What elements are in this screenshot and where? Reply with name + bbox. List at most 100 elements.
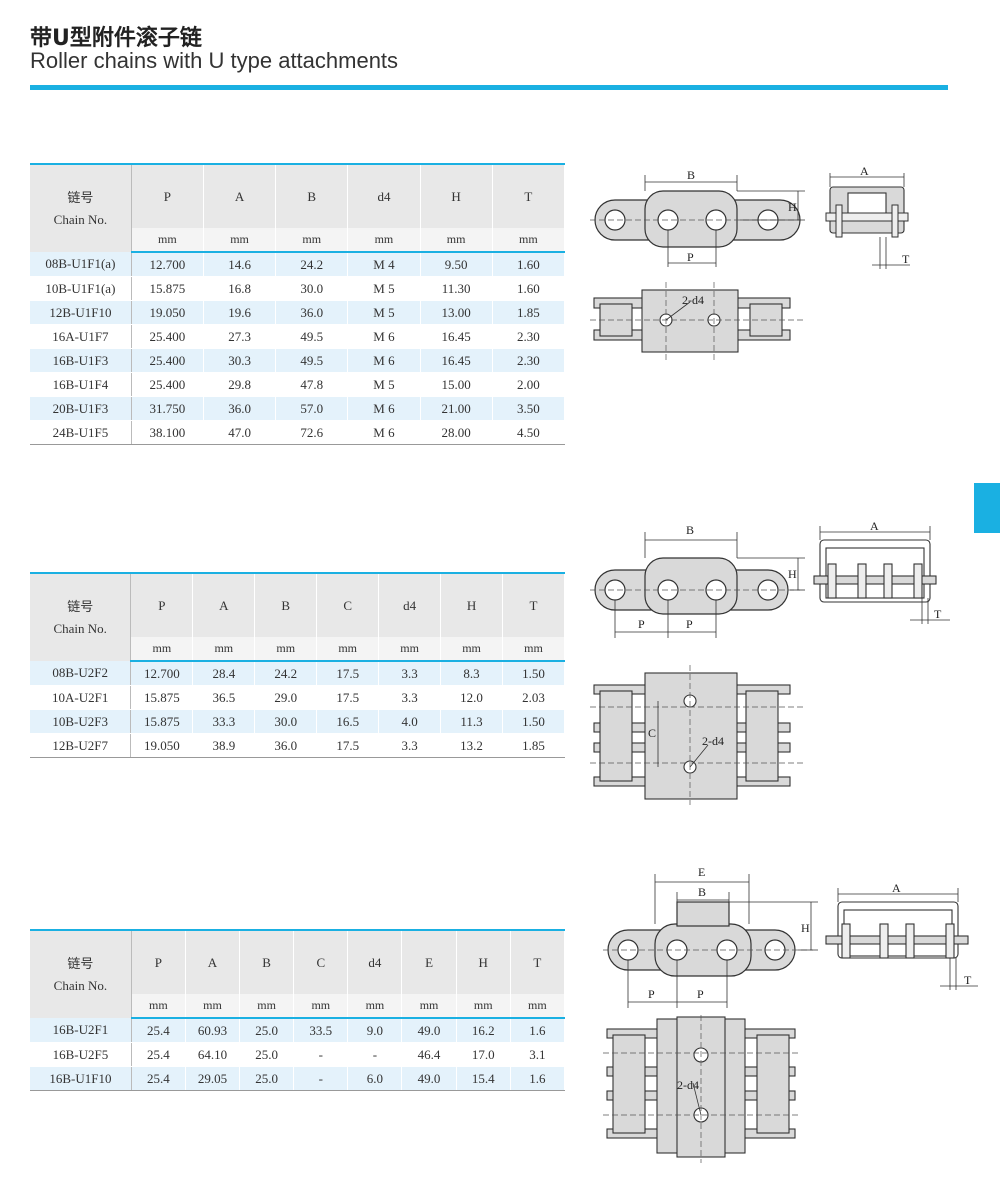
value-cell: 19.6	[203, 300, 277, 325]
chain-no-cell: 20B-U1F3	[30, 396, 132, 421]
value-cell: 1.85	[492, 300, 566, 325]
value-cell: 25.400	[131, 324, 204, 349]
column-header-h: H	[440, 572, 504, 637]
value-cell: 28.4	[192, 661, 256, 686]
value-cell: 12.700	[130, 661, 194, 686]
unit-cell: mm	[347, 994, 403, 1019]
value-cell: 25.400	[131, 372, 204, 397]
column-header-t: T	[502, 572, 565, 637]
column-header-p: P	[131, 163, 204, 228]
chain-no-cell: 10A-U2F1	[30, 685, 132, 710]
unit-cell: mm	[502, 637, 565, 662]
value-cell: 49.5	[275, 324, 349, 349]
value-cell: 12.700	[131, 252, 204, 277]
drawing-2-side-view: B P P H	[590, 523, 805, 638]
dim-label-P: P	[687, 250, 694, 264]
value-cell: -	[293, 1066, 349, 1091]
value-cell: 16.2	[456, 1018, 511, 1043]
dim-label-A: A	[870, 520, 879, 533]
value-cell: -	[347, 1042, 403, 1067]
value-cell: 2.30	[492, 324, 566, 349]
column-header-d4: d4	[378, 572, 442, 637]
value-cell: 13.00	[420, 300, 493, 325]
value-cell: 4.0	[378, 709, 442, 734]
column-header-t: T	[510, 929, 566, 994]
value-cell: 33.5	[293, 1018, 349, 1043]
chain-no-header: 链号 Chain No.	[30, 572, 132, 661]
chain-no-label-cn: 链号	[67, 955, 94, 971]
unit-cell: mm	[131, 228, 204, 253]
value-cell: 25.0	[239, 1042, 295, 1067]
value-cell: M 6	[347, 348, 421, 373]
unit-cell: mm	[440, 637, 504, 662]
hole-label-2-d4: 2-d4	[702, 734, 724, 748]
value-cell: 15.875	[130, 685, 194, 710]
drawing-1-end-view: A T	[825, 165, 910, 269]
value-cell: 3.3	[378, 661, 442, 686]
chain-no-cell: 24B-U1F5	[30, 420, 132, 445]
value-cell: 38.100	[131, 420, 204, 445]
title-underline	[30, 85, 948, 90]
column-header-b: B	[254, 572, 318, 637]
column-header-h: H	[420, 163, 493, 228]
value-cell: 36.0	[203, 396, 277, 421]
value-cell: 15.875	[130, 709, 194, 734]
column-header-d4: d4	[347, 929, 403, 994]
value-cell: 1.50	[502, 709, 565, 734]
unit-cell: mm	[456, 994, 511, 1019]
chain-no-label-en: Chain No.	[53, 977, 108, 993]
chain-no-cell: 12B-U1F10	[30, 300, 132, 325]
column-header-t: T	[492, 163, 566, 228]
unit-cell: mm	[347, 228, 421, 253]
drawing-3-top-view: 2-d4	[603, 1015, 801, 1163]
chain-no-cell: 08B-U1F1(a)	[30, 252, 132, 277]
unit-cell: mm	[239, 994, 295, 1019]
value-cell: 25.4	[131, 1066, 186, 1091]
drawing-2-top-view: C 2-d4	[590, 665, 805, 805]
dim-label-T: T	[902, 252, 910, 266]
chain-no-label-cn: 链号	[67, 598, 94, 614]
value-cell: 28.00	[420, 420, 493, 445]
chain-no-cell: 16B-U1F3	[30, 348, 132, 373]
value-cell: 25.4	[131, 1042, 186, 1067]
value-cell: 46.4	[401, 1042, 457, 1067]
column-header-p: P	[131, 929, 186, 994]
value-cell: 49.0	[401, 1066, 457, 1091]
column-header-b: B	[239, 929, 295, 994]
drawing-2-end-view: A T	[813, 520, 950, 624]
unit-cell: mm	[420, 228, 493, 253]
value-cell: 2.00	[492, 372, 566, 397]
value-cell: 25.0	[239, 1018, 295, 1043]
chain-no-cell: 12B-U2F7	[30, 733, 132, 758]
chain-no-label-en: Chain No.	[53, 620, 107, 636]
unit-cell: mm	[192, 637, 256, 662]
column-header-p: P	[130, 572, 194, 637]
unit-cell: mm	[254, 637, 318, 662]
column-header-a: A	[203, 163, 277, 228]
value-cell: 16.45	[420, 348, 493, 373]
unit-cell: mm	[185, 994, 241, 1019]
value-cell: 3.50	[492, 396, 566, 421]
value-cell: 19.050	[131, 300, 204, 325]
dim-label-B: B	[686, 523, 694, 537]
dim-label-P-2: P	[686, 617, 693, 631]
drawing-1-top-view: 2-d4	[590, 282, 805, 360]
chain-no-cell: 16A-U1F7	[30, 324, 132, 349]
value-cell: 11.30	[420, 276, 493, 301]
value-cell: 15.00	[420, 372, 493, 397]
value-cell: 12.0	[440, 685, 504, 710]
chain-no-cell: 08B-U2F2	[30, 661, 132, 686]
value-cell: 27.3	[203, 324, 277, 349]
value-cell: 25.400	[131, 348, 204, 373]
dim-label-T: T	[934, 607, 942, 621]
value-cell: 17.0	[456, 1042, 511, 1067]
